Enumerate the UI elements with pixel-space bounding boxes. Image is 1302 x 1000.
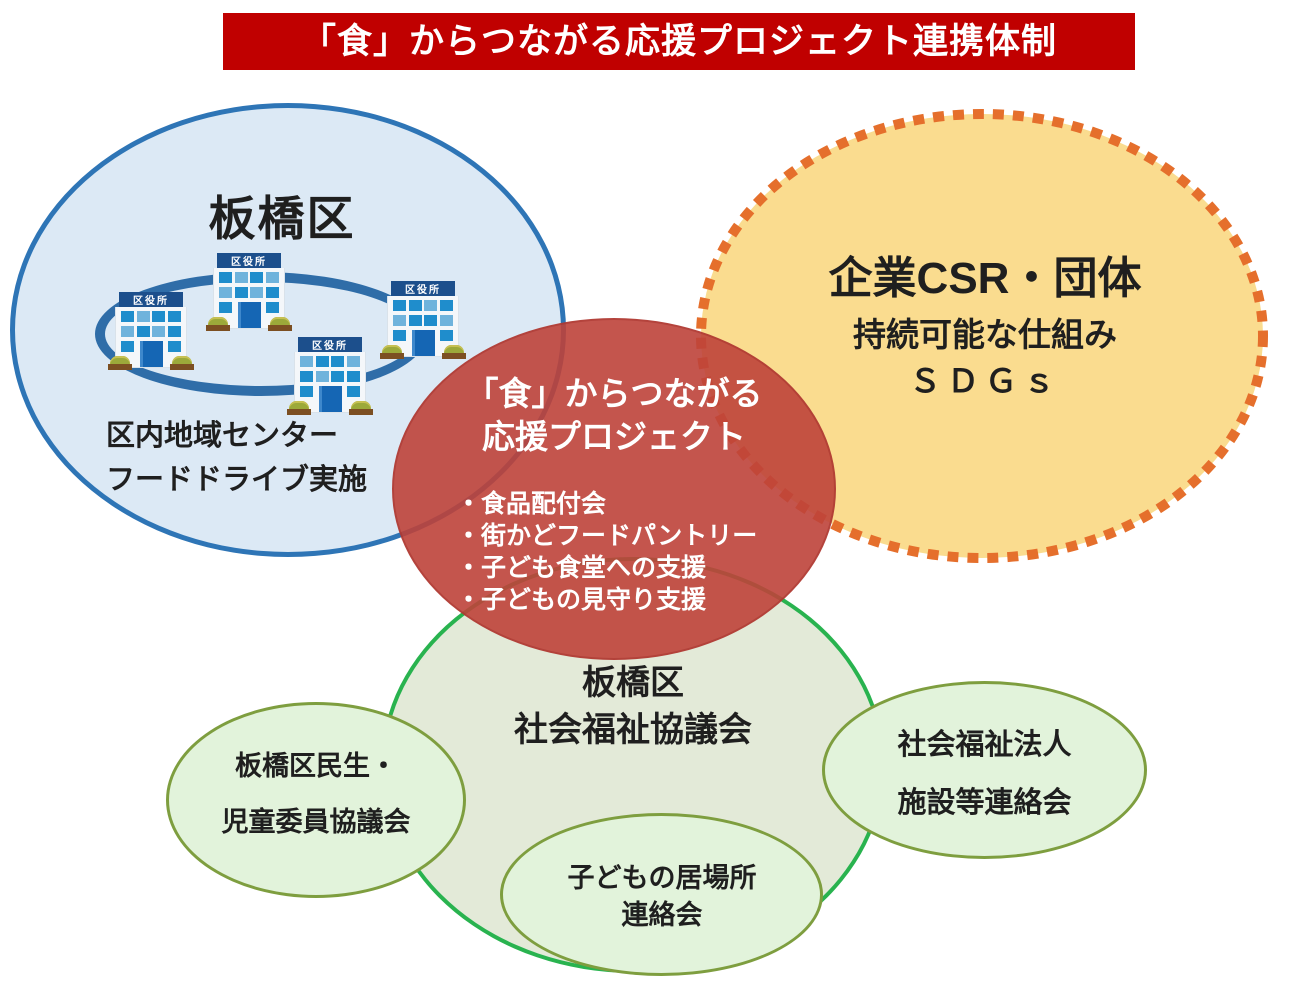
building-sign: 区役所 [119, 292, 183, 307]
building-sign: 区役所 [391, 281, 455, 296]
ward-office-building-icon: 区役所 [206, 253, 292, 331]
project-activity-item: ・街かどフードパントリー [456, 522, 758, 550]
building-sign-label: 区役所 [312, 341, 348, 352]
building-sign-label: 区役所 [405, 285, 441, 296]
csr-group-subtitle: 持続可能な仕組み [853, 316, 1117, 353]
food-project-title-line2: 応援プロジェクト [482, 418, 746, 455]
building-door [237, 302, 261, 328]
minsei-label-line2: 児童委員協議会 [221, 807, 411, 837]
ward-office-building-icon: 区役所 [108, 292, 194, 370]
itabashi-note-line: フードドライブ実施 [106, 464, 368, 496]
food-project-title-line1: 「食」からつながる [465, 375, 763, 412]
bush-icon [268, 317, 292, 331]
csr-sdgs-label: ＳＤＧｓ [908, 363, 1061, 399]
welfare-corporation-ellipse [822, 681, 1147, 859]
bush-icon [349, 401, 373, 415]
minsei-committee-label: 板橋区民生・ 児童委員協議会 [186, 738, 446, 850]
food-project-title: 「食」からつながる 応援プロジェクト [428, 372, 800, 458]
page-title: 「食」からつながる応援プロジェクト連携体制 [300, 22, 1057, 61]
bush-icon [170, 356, 194, 370]
csr-dashed-border [696, 109, 1268, 563]
bush-icon [442, 345, 466, 359]
project-activity-item: ・子どもの見守り支援 [456, 586, 707, 614]
minsei-committee-ellipse [166, 702, 466, 898]
building-door [318, 386, 342, 412]
bush-icon [287, 401, 311, 415]
bush-icon [206, 317, 230, 331]
building-sign: 区役所 [298, 337, 362, 352]
building-sign-label: 区役所 [133, 296, 169, 307]
project-activity-item: ・子ども食堂への支援 [456, 554, 707, 582]
bush-icon [108, 356, 132, 370]
food-project-activities: ・食品配付会 ・街かどフードパントリー ・子ども食堂への支援 ・子どもの見守り支… [456, 488, 786, 616]
title-banner: 「食」からつながる応援プロジェクト連携体制 [223, 13, 1135, 70]
itabashi-note-line: 区内地域センター [106, 420, 339, 452]
ward-office-building-icon: 区役所 [287, 337, 373, 415]
minsei-label-line1: 板橋区民生・ [235, 751, 397, 781]
bush-icon [380, 345, 404, 359]
itabashi-ward-notes: 区内地域センター フードドライブ実施 [106, 414, 406, 502]
kodomo-label-line2: 連絡会 [621, 900, 703, 930]
council-title-line2: 社会福祉協議会 [514, 711, 752, 749]
kodomo-ibasho-ellipse [500, 813, 823, 976]
itabashi-ward-title: 板橋区 [208, 192, 356, 245]
csr-group-title: 企業CSR・団体 [828, 254, 1142, 303]
project-activity-item: ・食品配付会 [456, 490, 607, 518]
houjin-label-line1: 社会福祉法人 [897, 729, 1072, 761]
council-title-line1: 板橋区 [582, 664, 684, 702]
building-body [387, 296, 459, 357]
building-sign: 区役所 [217, 253, 281, 268]
kodomo-label-line1: 子どもの居場所 [567, 863, 757, 893]
food-project-ellipse [392, 318, 836, 660]
csr-group-ellipse [696, 109, 1268, 563]
welfare-corporation-label: 社会福祉法人 施設等連絡会 [852, 716, 1117, 832]
houjin-label-line2: 施設等連絡会 [897, 787, 1072, 819]
building-door [139, 341, 163, 367]
building-sign-label: 区役所 [231, 257, 267, 268]
kodomo-ibasho-label: 子どもの居場所 連絡会 [528, 860, 796, 934]
ward-office-building-icon: 区役所 [380, 281, 466, 359]
social-welfare-council-title: 板橋区 社会福祉協議会 [455, 660, 811, 754]
building-door [411, 330, 435, 356]
